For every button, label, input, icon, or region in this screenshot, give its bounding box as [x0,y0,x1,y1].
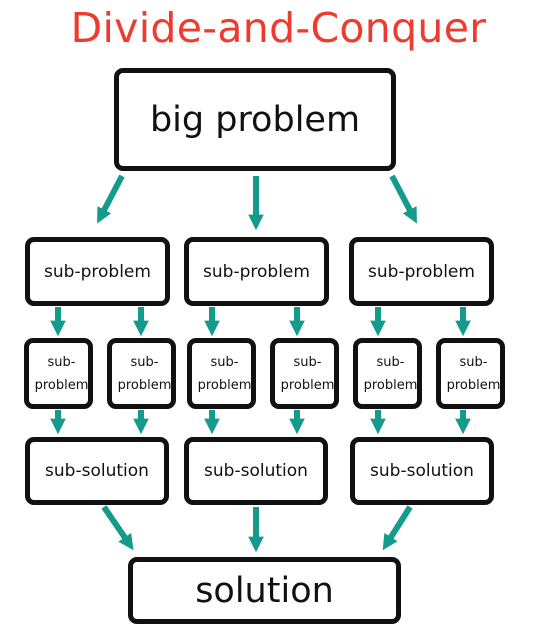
leaf-subproblem-label: sub- problem [363,354,418,393]
leaf-subproblem-label: sub- problem [34,354,89,393]
leaf-subproblem-label: sub- problem [197,354,252,393]
subproblem-box-3: sub-problem [349,237,494,306]
subproblem-box-2: sub-problem [184,237,329,306]
leaf-subproblem-box-3: sub- problem [187,338,256,409]
subsolution-box-2: sub-solution [184,437,328,505]
big-problem-label: big problem [149,99,361,140]
subproblem-label: sub-problem [368,261,475,282]
subproblem-box-1: sub-problem [25,237,170,306]
arrow-big-to-sub3 [389,174,417,224]
leaf-subproblem-label: sub- problem [446,354,501,393]
arrow-big-to-sub1 [97,174,125,224]
subsolution-label: sub-solution [370,461,474,481]
subsolution-box-1: sub-solution [25,437,169,505]
big-problem-box: big problem [114,68,396,171]
leaf-subproblem-box-2: sub- problem [107,338,176,409]
subsolution-label: sub-solution [45,461,149,481]
leaf-subproblem-label: sub- problem [280,354,335,393]
arrow-sol1-to-solution [101,505,134,551]
subproblem-label: sub-problem [44,261,151,282]
leaf-subproblem-box-6: sub- problem [436,338,505,409]
subsolution-label: sub-solution [204,461,308,481]
leaf-subproblem-box-4: sub- problem [270,338,339,409]
diagram-title: Divide-and-Conquer [70,4,487,52]
solution-label: solution [195,570,334,611]
subsolution-box-3: sub-solution [350,437,494,505]
leaf-subproblem-box-5: sub- problem [353,338,422,409]
leaf-subproblem-label: sub- problem [117,354,172,393]
subproblem-label: sub-problem [203,261,310,282]
arrow-sol3-to-solution [382,505,413,551]
leaf-subproblem-box-1: sub- problem [24,338,93,409]
solution-box: solution [128,557,401,624]
